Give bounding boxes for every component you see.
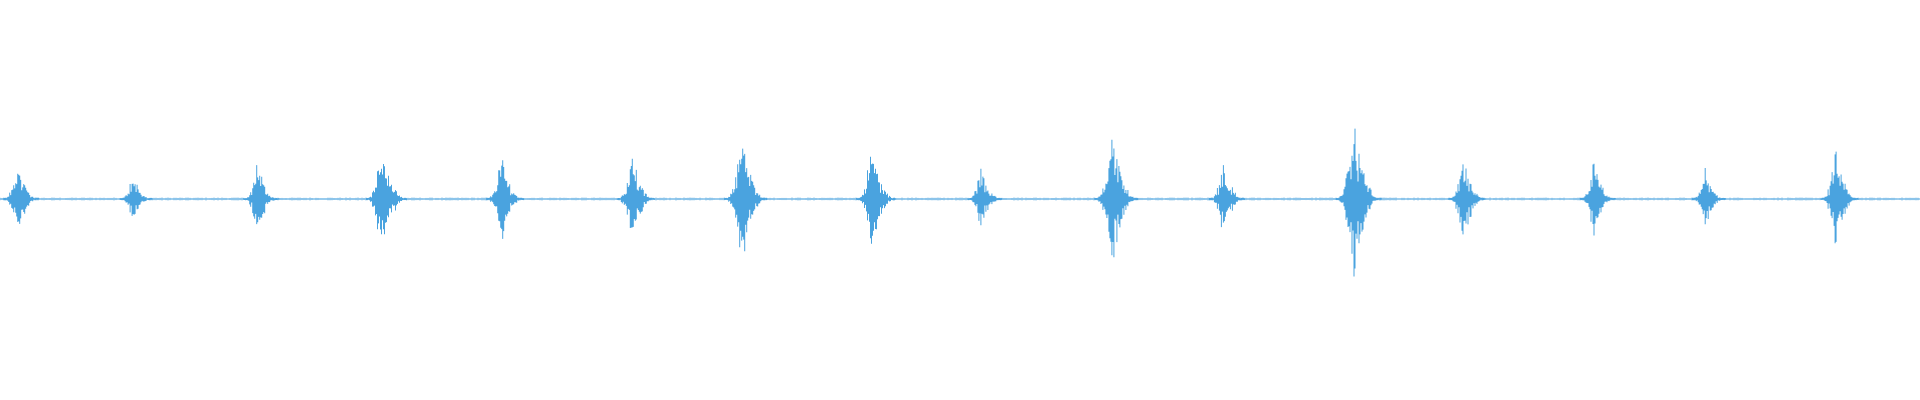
waveform-peak xyxy=(1691,168,1726,225)
waveform-peak xyxy=(967,168,1003,226)
waveform-peak xyxy=(1335,128,1382,277)
waveform-peak xyxy=(1820,151,1859,244)
waveform-peak xyxy=(1094,139,1139,258)
waveform-peak xyxy=(616,158,655,228)
waveform-peak xyxy=(1448,164,1486,235)
waveform-peak xyxy=(856,156,896,244)
waveform-peak xyxy=(724,148,768,252)
waveform-peak xyxy=(366,164,407,235)
waveform-peak xyxy=(119,183,153,216)
waveform-peak xyxy=(1579,163,1616,236)
waveform-peak xyxy=(486,160,525,239)
waveform-peak xyxy=(243,165,280,225)
waveform-peak xyxy=(1208,165,1245,228)
waveform-peak xyxy=(3,173,40,224)
